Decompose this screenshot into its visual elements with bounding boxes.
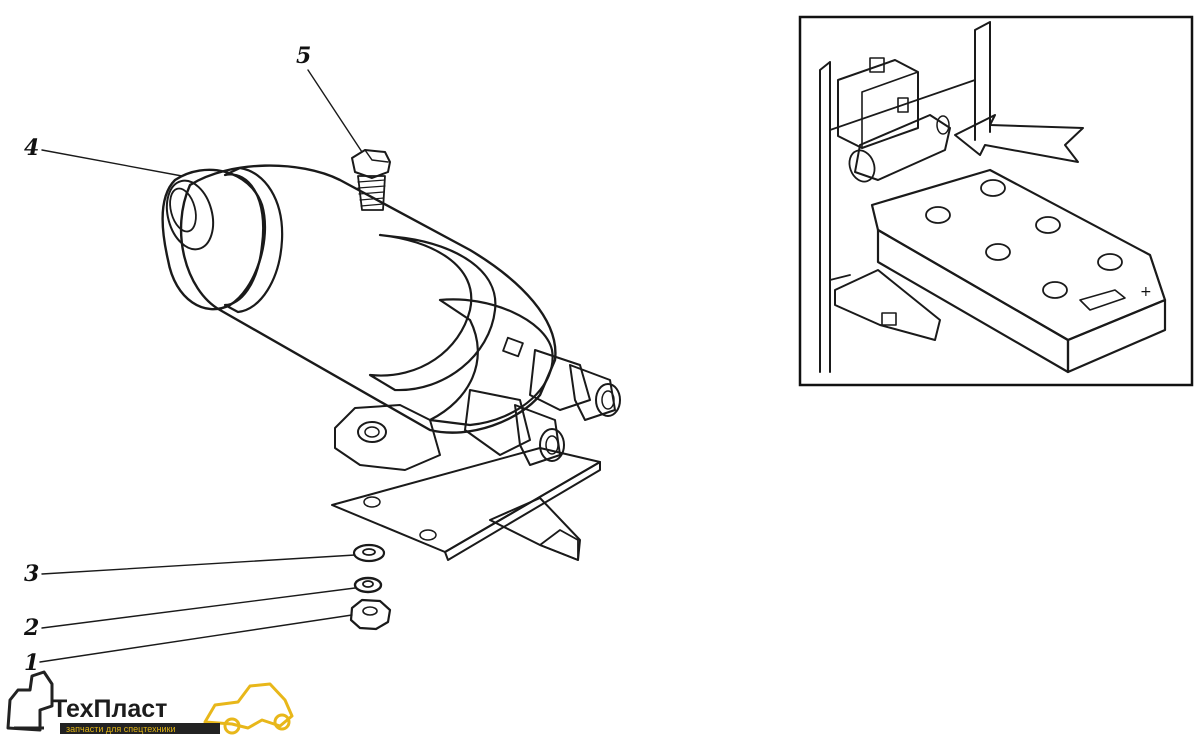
location-arrow [954, 114, 1084, 163]
flat-washer-part [352, 543, 386, 563]
callout-4: 4 [24, 135, 183, 177]
techplast-logo: ТехПласт запчасти для спецтехники [6, 670, 294, 735]
callout-2: 2 [23, 587, 356, 641]
svg-text:5: 5 [296, 43, 311, 69]
svg-text:3: 3 [24, 561, 39, 587]
mounting-foot [334, 404, 441, 471]
terminal-lower [464, 389, 565, 466]
solenoid-body [161, 164, 557, 434]
inset-solenoid [848, 114, 951, 183]
bolt-part [351, 149, 391, 211]
battery-plus-sign: + [1140, 284, 1152, 300]
callout-1: 1 [24, 614, 353, 676]
svg-text:2: 2 [23, 615, 39, 641]
mounting-bracket [331, 447, 601, 561]
callout-5: 5 [296, 43, 363, 153]
terminal-upper [529, 349, 621, 421]
excavator-outline-icon [6, 670, 54, 732]
inset-relay-box [837, 57, 919, 149]
spring-washer-part [353, 576, 383, 594]
svg-text:4: 4 [24, 135, 39, 161]
inset-battery: + [870, 168, 1167, 374]
location-inset: + [798, 15, 1194, 387]
logo-title: ТехПласт [52, 695, 167, 723]
solenoid-relay-drawing [161, 164, 621, 561]
callout-3: 3 [24, 554, 356, 587]
nut-part [349, 598, 392, 631]
svg-text:1: 1 [24, 650, 39, 676]
loader-outline-icon [203, 682, 294, 730]
logo-subtitle: запчасти для спецтехники [66, 724, 176, 734]
battery-caps [925, 179, 1123, 299]
